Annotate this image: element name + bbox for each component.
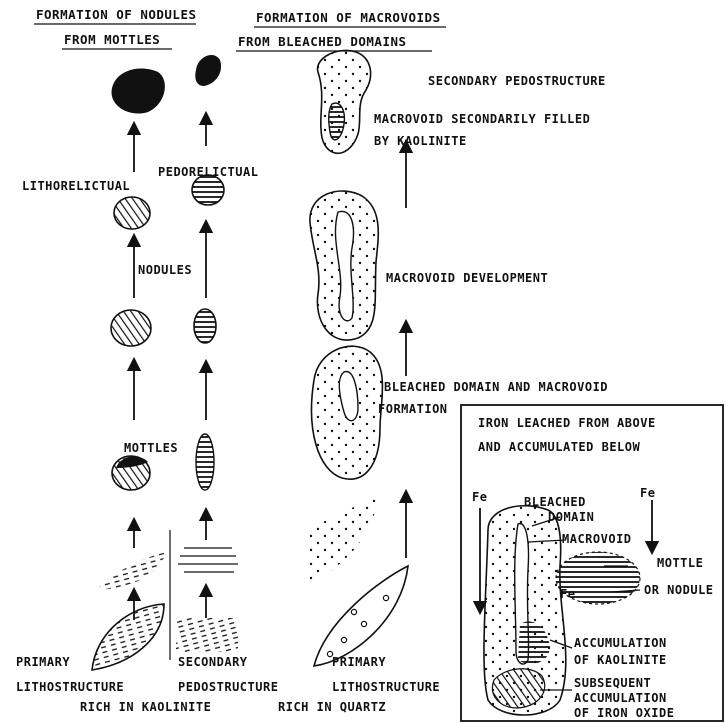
inset-label-of-kaolinite: OF KAOLINITE <box>574 653 667 667</box>
label-macrovoid-filled-by: BY KAOLINITE <box>374 134 467 148</box>
label-rich-kaolinite: RICH IN KAOLINITE <box>80 700 211 714</box>
label-primary: PRIMARY <box>16 655 70 669</box>
label-secondary-pedostructure-bottom: PEDOSTRUCTURE <box>178 680 278 694</box>
dotted-zone <box>306 498 378 580</box>
inset-label-macrovoid: MACROVOID <box>562 532 632 546</box>
heading-nodules-line2: FROM MOTTLES <box>64 32 160 47</box>
inset-fe-right: Fe <box>640 486 655 500</box>
inset-label-bleached: BLEACHED <box>524 495 586 509</box>
label-nodules: NODULES <box>138 263 192 277</box>
kaolinite-fill <box>329 103 345 140</box>
inset-label-domain: DOMAIN <box>548 510 594 524</box>
inset-fe-inner: Fe <box>560 587 575 601</box>
secondary-pedostructure-shape <box>176 618 238 652</box>
filled-macrovoid <box>318 50 371 153</box>
hatched-nodule <box>111 310 151 346</box>
label-macrovoid-development: MACROVOID DEVELOPMENT <box>386 271 548 285</box>
label-primary-quartz: PRIMARY <box>332 655 386 669</box>
hatched-nodule <box>114 197 150 229</box>
inset-label-of-iron-oxide: OF IRON OXIDE <box>574 706 674 720</box>
label-lithorelictual: LITHORELICTUAL <box>22 179 130 193</box>
label-mottles: MOTTLES <box>124 441 178 455</box>
inset-label-subsequent: SUBSEQUENT <box>574 676 651 690</box>
inset-label-accumulation: ACCUMULATION <box>574 636 667 650</box>
inset-iron-leaching: IRON LEACHED FROM ABOVE AND ACCUMULATED … <box>461 405 723 721</box>
dashed-band <box>96 552 166 590</box>
lined-nodule <box>194 309 216 343</box>
solid-nodule <box>195 55 221 86</box>
inset-title-line1: IRON LEACHED FROM ABOVE <box>478 416 656 430</box>
label-macrovoid-filled: MACROVOID SECONDARILY FILLED <box>374 112 590 126</box>
lined-nodule <box>192 175 224 205</box>
solid-nodule <box>112 69 165 114</box>
label-secondary: SECONDARY <box>178 655 248 669</box>
pedorelictual-series <box>170 55 238 660</box>
headings: FORMATION OF NODULES FROM MOTTLES FORMAT… <box>34 7 446 51</box>
primary-quartz-shape <box>314 566 408 666</box>
lined-band <box>178 548 238 572</box>
lithorelictual-series <box>92 69 166 670</box>
inset-label-accumulation-2: ACCUMULATION <box>574 691 667 705</box>
label-secondary-pedostructure: SECONDARY PEDOSTRUCTURE <box>428 74 606 88</box>
lined-mottle <box>196 434 214 490</box>
label-pedorelictual: PEDORELICTUAL <box>158 165 258 179</box>
label-rich-quartz: RICH IN QUARTZ <box>278 700 386 714</box>
label-primary-lithostructure: LITHOSTRUCTURE <box>16 680 124 694</box>
label-primary-quartz-lithostructure: LITHOSTRUCTURE <box>332 680 440 694</box>
inset-fe-left: Fe <box>472 490 487 504</box>
inset-label-mottle: MOTTLE <box>657 556 703 570</box>
heading-nodules-line1: FORMATION OF NODULES <box>36 7 197 22</box>
label-bleached-domain-formation: FORMATION <box>378 402 448 416</box>
label-bleached-domain: BLEACHED DOMAIN AND MACROVOID <box>384 380 608 394</box>
primary-lithostructure-shape <box>92 604 164 670</box>
inset-title-line2: AND ACCUMULATED BELOW <box>478 440 640 454</box>
heading-macrovoids-line1: FORMATION OF MACROVOIDS <box>256 10 441 25</box>
heading-macrovoids-line2: FROM BLEACHED DOMAINS <box>238 34 407 49</box>
inset-label-or-nodule: OR NODULE <box>644 583 714 597</box>
